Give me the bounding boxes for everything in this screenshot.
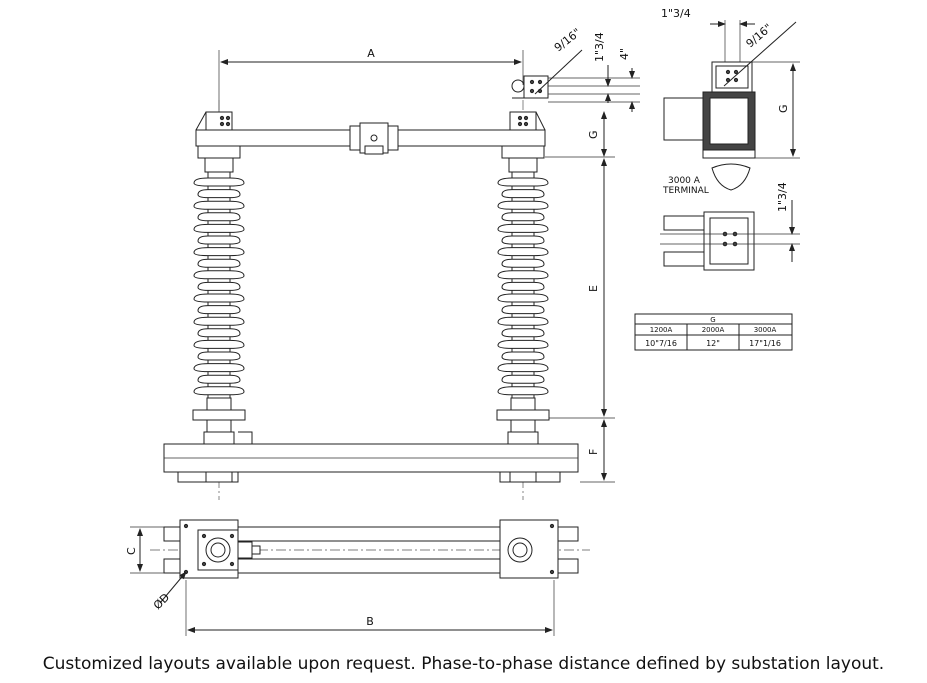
- label-a: A: [367, 47, 375, 60]
- insulator-base: [510, 397, 536, 411]
- top-right-terminal: [511, 75, 549, 99]
- insulator-shed: [197, 212, 241, 222]
- g-table-value: 12": [706, 339, 720, 348]
- label-g-side: G: [777, 104, 790, 113]
- g-table-header: 3000A: [754, 326, 777, 334]
- left-terminal-pad: [195, 111, 233, 131]
- insulator-shed: [193, 293, 245, 303]
- insulator-shed: [197, 258, 241, 268]
- insulator-base: [206, 397, 232, 411]
- g-table-header: 1200A: [650, 326, 673, 334]
- g-table-value: 10"7/16: [645, 339, 677, 348]
- insulator-shed: [497, 177, 549, 187]
- insulator-shed: [501, 351, 545, 361]
- insulator-cap: [508, 157, 538, 173]
- left-insulator: [192, 145, 246, 445]
- rotating-bearing: [507, 431, 539, 445]
- insulator-shed: [193, 223, 245, 233]
- insulator-shed: [193, 339, 245, 349]
- plan-view: C ØD B: [125, 519, 590, 636]
- dim-9-16-side: 9/16": [744, 21, 775, 50]
- terminal-label-line2: TERMINAL: [662, 186, 709, 196]
- label-e: E: [587, 285, 600, 292]
- dim-4: 4": [618, 48, 631, 60]
- insulator-shed: [193, 200, 245, 210]
- insulator-shed: [193, 270, 245, 280]
- g-table: G 1200A 2000A 3000A 10"7/16 12" 17"1/16: [634, 313, 793, 351]
- insulator-shed: [193, 386, 245, 396]
- right-terminal-pad: [509, 111, 546, 131]
- label-c: C: [125, 547, 138, 555]
- insulator-shed: [197, 305, 241, 315]
- g-table-title: G: [710, 316, 715, 324]
- side-view: 1"3/4 9/16" G 3000 A TERMINAL: [634, 7, 800, 351]
- insulator-shed: [501, 258, 545, 268]
- insulator-shed: [501, 189, 545, 199]
- insulator-shed: [497, 293, 549, 303]
- insulator-shed: [501, 305, 545, 315]
- g-table-value: 17"1/16: [749, 339, 781, 348]
- dim-9-16-front: 9/16": [552, 26, 583, 55]
- insulator-cap: [197, 145, 241, 159]
- dim-1-3-4-front: 1"3/4: [593, 32, 606, 62]
- front-elevation: A: [163, 26, 640, 500]
- insulator-shed: [497, 247, 549, 257]
- terminal-label-line1: 3000 A: [668, 176, 701, 186]
- insulator-shed: [501, 235, 545, 245]
- rotating-bearing: [510, 419, 536, 433]
- insulator-shed: [193, 247, 245, 257]
- insulator-shed: [193, 363, 245, 373]
- insulator-base: [192, 409, 246, 421]
- insulator-shed: [197, 235, 241, 245]
- insulator-shed: [197, 374, 241, 384]
- insulator-shed: [193, 177, 245, 187]
- insulator-shed: [501, 281, 545, 291]
- insulator-shed: [197, 281, 241, 291]
- label-g-front: G: [587, 130, 600, 139]
- dim-1-3-4-top: 1"3/4: [661, 7, 691, 20]
- insulator-shed: [497, 223, 549, 233]
- dim-1-3-4-side: 1"3/4: [776, 182, 789, 212]
- rotating-bearing: [203, 431, 235, 445]
- label-d: ØD: [151, 591, 172, 612]
- label-b: B: [366, 615, 374, 628]
- insulator-shed: [197, 328, 241, 338]
- insulator-shed: [497, 363, 549, 373]
- insulator-shed: [501, 328, 545, 338]
- insulator-shed: [197, 189, 241, 199]
- caption: Customized layouts available upon reques…: [42, 654, 885, 674]
- insulator-shed: [193, 316, 245, 326]
- insulator-cap: [501, 145, 545, 159]
- insulator-shed: [497, 200, 549, 210]
- insulator-shed: [497, 316, 549, 326]
- insulator-shed: [501, 374, 545, 384]
- insulator-shed: [197, 351, 241, 361]
- insulator-shed: [497, 270, 549, 280]
- right-insulator: [496, 145, 550, 445]
- g-table-header: 2000A: [702, 326, 725, 334]
- rotating-bearing: [206, 419, 232, 433]
- insulator-base: [496, 409, 550, 421]
- insulator-shed: [497, 386, 549, 396]
- insulator-shed: [501, 212, 545, 222]
- label-f: F: [587, 449, 600, 455]
- insulator-cap: [204, 157, 234, 173]
- insulator-shed: [497, 339, 549, 349]
